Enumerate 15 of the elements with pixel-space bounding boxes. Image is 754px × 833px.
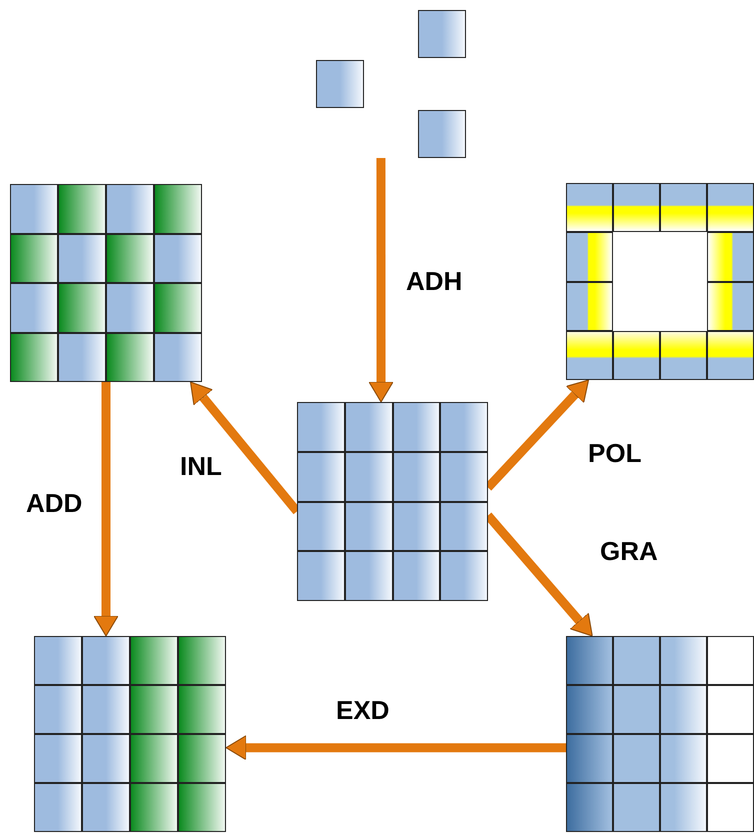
edge-label: GRA — [600, 538, 658, 564]
arrow — [368, 158, 394, 402]
tile-grid-drawing — [566, 183, 754, 380]
tiles-drawing — [316, 10, 466, 158]
tile-grid-drawing — [566, 636, 754, 832]
edge-label: POL — [588, 440, 642, 466]
tile-grid-drawing — [297, 402, 488, 601]
arrow — [226, 735, 566, 760]
edge-label: EXD — [336, 697, 390, 723]
arrow — [94, 382, 118, 636]
edge-label: INL — [180, 453, 222, 479]
edge-label: ADH — [406, 268, 462, 294]
edge-label: ADD — [26, 490, 82, 516]
tile-grid-drawing — [10, 184, 202, 382]
tile-grid-drawing — [34, 636, 226, 832]
